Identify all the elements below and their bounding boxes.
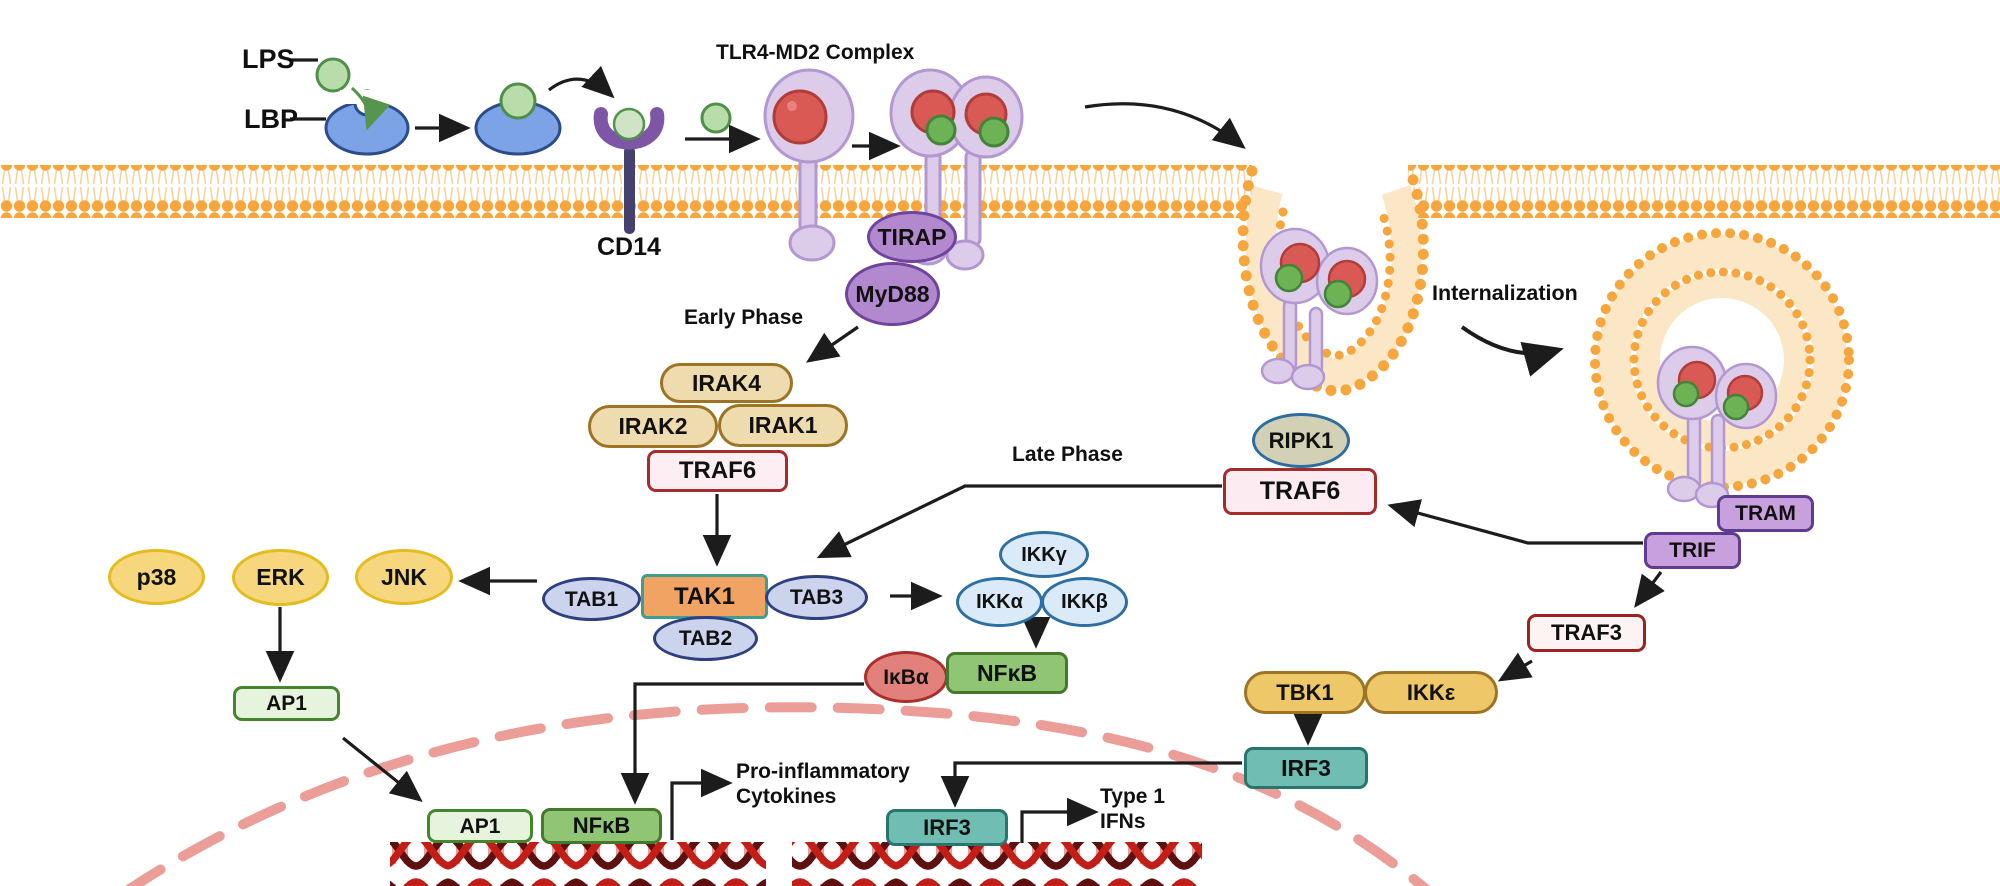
late-phase-line [816,484,1222,559]
lps-label: LPS [242,44,295,74]
tab3-node: TAB3 [765,575,868,620]
pro-inflammatory-line2: Cytokines [736,784,837,808]
irf3-nuclear-node: IRF3 [886,809,1008,846]
myd88-node: MyD88 [845,262,940,326]
tbk1-node: TBK1 [1244,671,1366,714]
irak4-node: IRAK4 [660,363,793,403]
irf3-node: IRF3 [1244,747,1368,789]
traf3-node: TRAF3 [1527,614,1646,652]
dna-left [390,842,766,886]
trif-node: TRIF [1644,532,1741,569]
lbp-protein [324,89,410,156]
nfkb-node: NFκB [946,652,1068,694]
dimer-to-pit-arrow [1084,102,1246,150]
plasma-membrane [0,165,2000,218]
irf3-to-nucleus-line [940,761,1242,808]
ripk1-node: RIPK1 [1252,413,1350,468]
early-phase-label: Early Phase [684,306,804,329]
irf3-to-ifns-line [1020,797,1099,843]
ap1-nuclear-node: AP1 [427,809,533,843]
tlr4-dimer-in-pit [1259,227,1379,391]
ap1-node: AP1 [233,686,340,721]
traf3-to-tbk1-arrow [1497,652,1533,682]
ikba-node: IκBα [864,651,948,703]
nfkb-to-cytokines-line [670,768,733,840]
ikk-epsilon-node: IKKε [1364,671,1498,714]
irak2-node: IRAK2 [588,405,718,448]
lbp-label: LBP [244,104,298,134]
jnk-node: JNK [355,549,453,605]
cd14-label: CD14 [597,233,661,261]
type1-line2: IFNs [1100,809,1146,833]
traf6-early-node: TRAF6 [647,450,788,492]
tak1-node: TAK1 [641,574,768,619]
tirap-node: TIRAP [867,211,957,263]
nfkb-nuclear-node: NFκB [541,808,662,844]
ikk-gamma-node: IKKγ [999,531,1089,578]
cd14-receptor [593,107,665,234]
tab1-node: TAB1 [542,577,641,621]
complex-to-cd14-arrow [548,65,615,99]
tab2-node: TAB2 [653,616,758,661]
myd88-to-irak4-arrow [806,325,859,363]
erk-node: ERK [232,549,329,606]
pro-inflammatory-label: Pro-inflammatory Cytokines [736,760,910,810]
traf6-late-node: TRAF6 [1223,468,1377,515]
internalization-arrow [1460,325,1564,377]
nuclear-envelope [125,702,1431,886]
ikk-alpha-node: IKKα [956,577,1043,627]
tram-node: TRAM [1717,495,1814,532]
internalization-label: Internalization [1432,281,1578,305]
lps-to-lbp-arrow [350,86,391,131]
tlr4-dimer-in-endosome [1656,345,1778,509]
ap1-to-nucleus-arrow [341,736,423,803]
late-phase-label: Late Phase [1012,443,1123,466]
tlr4-md2-complex-title: TLR4-MD2 Complex [716,41,915,64]
ikk-beta-node: IKKβ [1041,577,1128,627]
lps-particle [315,57,351,93]
type1-ifns-label: Type 1 IFNs [1100,785,1165,835]
lbp-lps-complex [474,82,562,156]
type1-line1: Type 1 [1100,785,1165,808]
pro-inflammatory-line1: Pro-inflammatory [736,760,910,783]
tlr4-md2-monomer [763,68,855,262]
dna-right [792,842,1202,886]
nfkb-to-nucleus-line [620,682,864,805]
trif-to-traf6-line [1387,499,1643,545]
p38-node: p38 [108,549,205,605]
lps-free-particle [700,102,732,134]
arrows [265,58,1665,843]
trif-to-traf3-arrow [1634,571,1665,608]
irak1-node: IRAK1 [718,404,848,447]
